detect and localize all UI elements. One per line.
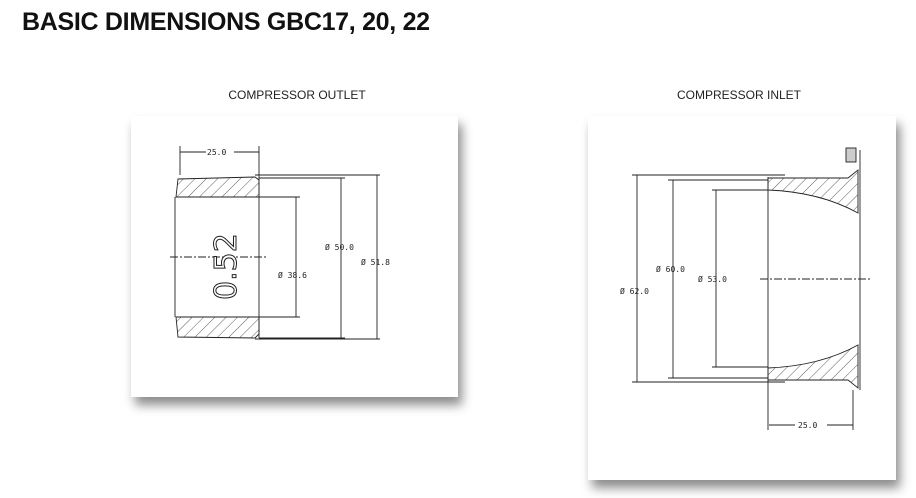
page-title: BASIC DIMENSIONS GBC17, 20, 22: [22, 8, 430, 36]
outlet-dim-38-6: Ø 38.6: [278, 270, 307, 280]
inlet-drawing: [632, 147, 870, 430]
inlet-length-dim: 25.0: [798, 421, 817, 430]
outlet-length-dim: 25.0: [207, 148, 226, 157]
outlet-drawing: [170, 146, 380, 340]
inlet-card: [588, 116, 896, 480]
inlet-dim-53-0: Ø 53.0: [698, 274, 727, 284]
outlet-card: [131, 116, 458, 397]
outlet-label: COMPRESSOR OUTLET: [228, 88, 366, 102]
outlet-dim-50-0: Ø 50.0: [325, 242, 354, 252]
outlet-dim-51-8: Ø 51.8: [361, 257, 390, 267]
outlet-marking: 0.52: [209, 233, 244, 300]
inlet-label: COMPRESSOR INLET: [676, 88, 802, 102]
inlet-dim-62-0: Ø 62.0: [620, 286, 649, 296]
inlet-dim-60-0: Ø 60.0: [656, 264, 685, 274]
